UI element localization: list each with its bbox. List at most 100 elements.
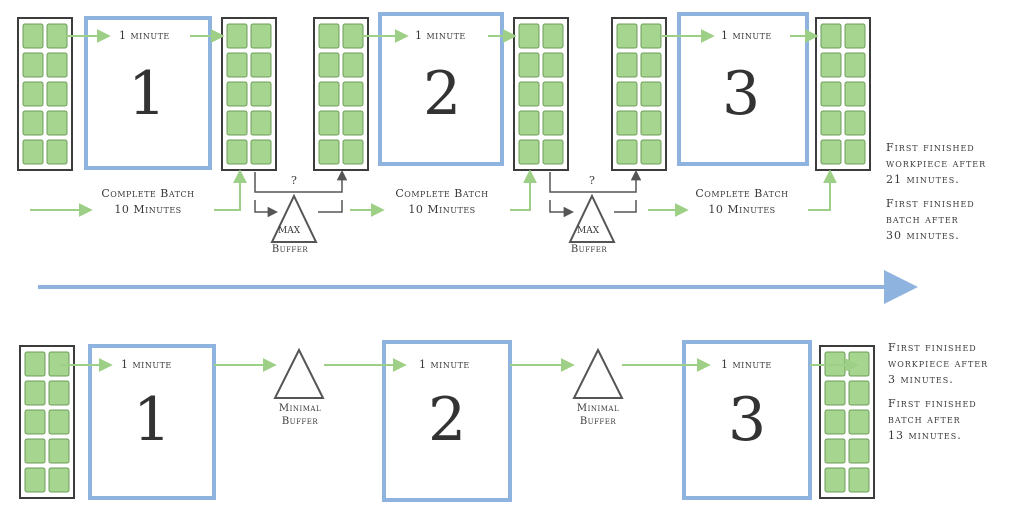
top-station-1-time: 1 minute (116, 29, 173, 42)
top-note-line-3: 21 minutes. (886, 173, 960, 186)
bottom-note: First finished workpiece after 3 minutes… (888, 340, 1020, 452)
bottom-input-tray-cell-10 (48, 467, 70, 493)
top-input-tray-cell-5 (22, 81, 44, 107)
bottom-input-tray-cell-4 (48, 380, 70, 406)
top-tray-after-1-cell-5 (226, 81, 248, 107)
top-note: First finished workpiece after 21 minute… (886, 140, 1018, 252)
bottom-output-tray-cell-4 (848, 380, 870, 406)
top-tray-after-1-cell-7 (226, 110, 248, 136)
batch-arrow-2-out (510, 169, 537, 211)
top-output-tray-cell-2 (844, 23, 866, 49)
top-tray-after-1-cell-6 (250, 81, 272, 107)
top-tray-before-3-cell-7 (616, 110, 638, 136)
top-note-line-4: First finished (886, 197, 975, 210)
buffer-question-2: ? (589, 174, 596, 187)
top-tray-before-2-cell-8 (342, 110, 364, 136)
top-output-tray-cell-7 (820, 110, 842, 136)
top-input-tray-cell-8 (46, 110, 68, 136)
minimal-buffer-1-line1: Minimal (278, 403, 322, 414)
bottom-output-tray-cell-10 (848, 467, 870, 493)
minimal-buffer-1-label: Minimal Buffer (262, 402, 338, 428)
minimal-buffer-1-line2: Buffer (281, 416, 319, 427)
top-tray-before-2-cell-9 (318, 139, 340, 165)
top-input-tray-cell-9 (22, 139, 44, 165)
top-station-3-number: 3 (722, 59, 761, 129)
bottom-station-2-frame (382, 340, 512, 502)
bottom-station-2-time: 1 minute (416, 358, 473, 371)
top-tray-before-2-cell-6 (342, 81, 364, 107)
top-tray-after-1-cell-8 (250, 110, 272, 136)
bottom-note-line-1: First finished (888, 341, 977, 354)
bottom-input-tray-cell-8 (48, 438, 70, 464)
top-output-tray-cell-9 (820, 139, 842, 165)
top-output-tray-cell-3 (820, 52, 842, 78)
top-tray-before-3-cell-9 (616, 139, 638, 165)
batch-label-1: Complete Batch 10 Minutes (78, 186, 218, 218)
bottom-output-tray-cell-3 (824, 380, 846, 406)
bottom-note-line-3: 3 minutes. (888, 373, 954, 386)
top-input-tray-cell-6 (46, 81, 68, 107)
batch-arrow-1-out (214, 169, 247, 211)
bottom-input-tray-cell-7 (24, 438, 46, 464)
top-tray-after-1-cell-9 (226, 139, 248, 165)
bottom-note-line-2: workpiece after (888, 357, 989, 370)
top-input-tray-cell-7 (22, 110, 44, 136)
max-buffer-2-triangle-text: MAX (577, 226, 600, 236)
bottom-station-1-number: 1 (133, 385, 172, 455)
top-note-line-1: First finished (886, 141, 975, 154)
bottom-output-tray-cell-9 (824, 467, 846, 493)
top-tray-before-3-cell-5 (616, 81, 638, 107)
minimal-buffer-1-triangle (273, 347, 325, 399)
bottom-station-1-time: 1 minute (118, 358, 175, 371)
timeline-arrowhead (884, 270, 918, 304)
top-output-tray-cell-5 (820, 81, 842, 107)
buffer-2-out-line (614, 200, 637, 213)
bottom-note-line-6: 13 minutes. (888, 429, 962, 442)
top-tray-before-2-cell-2 (342, 23, 364, 49)
top-tray-before-3-cell-3 (616, 52, 638, 78)
bottom-input-tray-cell-3 (24, 380, 46, 406)
bottom-note-line-4: First finished (888, 397, 977, 410)
top-tray-before-3-cell-4 (640, 52, 662, 78)
top-station-1-number: 1 (128, 59, 167, 129)
batch-label-2-line2: 10 Minutes (408, 203, 476, 216)
top-output-tray-cell-4 (844, 52, 866, 78)
top-tray-after-2-cell-8 (542, 110, 564, 136)
top-tray-after-1-cell-3 (226, 52, 248, 78)
batch-label-1-line1: Complete Batch (101, 187, 195, 200)
top-tray-after-2-cell-6 (542, 81, 564, 107)
bottom-input-tray-cell-6 (48, 409, 70, 435)
bottom-output-tray-cell-7 (824, 438, 846, 464)
top-note-line-6: 30 minutes. (886, 229, 960, 242)
top-input-tray-cell-3 (22, 52, 44, 78)
bottom-output-tray-cell-6 (848, 409, 870, 435)
top-note-line-5: batch after (886, 213, 959, 226)
top-tray-before-3-cell-10 (640, 139, 662, 165)
top-station-2-number: 2 (423, 59, 462, 129)
bottom-station-2-number: 2 (428, 385, 467, 455)
batch-label-1-line2: 10 Minutes (114, 203, 182, 216)
bottom-input-tray-cell-1 (24, 351, 46, 377)
top-tray-after-2-cell-4 (542, 52, 564, 78)
top-tray-after-1-cell-2 (250, 23, 272, 49)
bottom-output-tray-cell-5 (824, 409, 846, 435)
top-tray-after-2-cell-9 (518, 139, 540, 165)
top-tray-before-2-cell-4 (342, 52, 364, 78)
bottom-note-line-5: batch after (888, 413, 961, 426)
max-buffer-2-label: Buffer (570, 244, 608, 255)
top-tray-before-2-cell-1 (318, 23, 340, 49)
bottom-station-3-number: 3 (728, 385, 767, 455)
top-station-3-time: 1 minute (718, 29, 775, 42)
top-tray-after-2-cell-7 (518, 110, 540, 136)
buffer-1-out-line (318, 200, 343, 213)
batch-label-3: Complete Batch 10 Minutes (672, 186, 812, 218)
top-station-1-frame (84, 16, 212, 170)
max-buffer-1-triangle (270, 193, 318, 243)
top-output-tray-cell-1 (820, 23, 842, 49)
top-tray-after-1-cell-4 (250, 52, 272, 78)
minimal-buffer-2-line1: Minimal (576, 403, 620, 414)
buffer-1-question-arrow (254, 169, 348, 193)
top-tray-after-2-cell-5 (518, 81, 540, 107)
bottom-station-3-time: 1 minute (718, 358, 775, 371)
